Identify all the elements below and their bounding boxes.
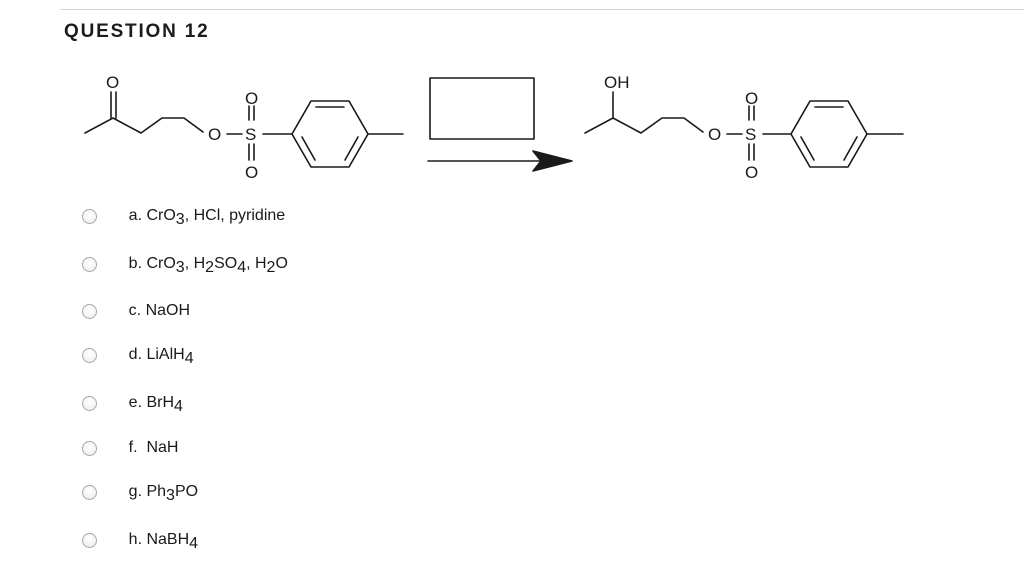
- option-label: d. LiAlH4: [128, 346, 194, 367]
- option-label: a. CrO3, HCl, pyridine: [128, 207, 286, 228]
- reagent-answer-box: [429, 77, 535, 140]
- option-g[interactable]: g. Ph3PO: [82, 481, 198, 504]
- option-c[interactable]: c. NaOH: [82, 300, 190, 322]
- option-b[interactable]: b. CrO3, H2SO4, H2O: [82, 253, 288, 276]
- radio-button[interactable]: [82, 484, 97, 500]
- radio-button[interactable]: [82, 256, 97, 272]
- option-label: c. NaOH: [128, 302, 191, 319]
- product-sulfonyl-o-top: O: [745, 89, 758, 108]
- top-divider: [60, 9, 1024, 10]
- radio-button[interactable]: [82, 440, 97, 456]
- option-e[interactable]: e. BrH4: [82, 392, 183, 415]
- reactant-structure: [84, 91, 404, 168]
- radio-button[interactable]: [82, 303, 97, 319]
- product-sulfonyl-o-bottom: O: [745, 163, 758, 182]
- reactant-sulfonyl-o-top: O: [245, 89, 258, 108]
- question-title: QUESTION 12: [64, 21, 210, 42]
- reactant-carbonyl-o: O: [106, 73, 119, 92]
- product-hydroxyl: OH: [604, 73, 630, 92]
- option-label: g. Ph3PO: [128, 483, 199, 504]
- product-structure: [584, 91, 904, 168]
- product-sulfur: S: [745, 125, 756, 144]
- option-h[interactable]: h. NaBH4: [82, 529, 198, 552]
- radio-button[interactable]: [82, 532, 97, 548]
- option-a[interactable]: a. CrO3, HCl, pyridine: [82, 205, 285, 228]
- option-label: f. NaH: [128, 439, 179, 456]
- option-f[interactable]: f. NaH: [82, 437, 178, 459]
- reactant-sulfonyl-o-bottom: O: [245, 163, 258, 182]
- product-ether-o: O: [708, 125, 721, 144]
- reactant-sulfur: S: [245, 125, 256, 144]
- radio-button[interactable]: [82, 395, 97, 411]
- option-label: b. CrO3, H2SO4, H2O: [128, 255, 288, 276]
- reaction-scheme: O O S O O OH O S O O: [84, 73, 904, 182]
- option-label: h. NaBH4: [128, 531, 199, 552]
- option-label: e. BrH4: [128, 394, 183, 415]
- option-d[interactable]: d. LiAlH4: [82, 344, 194, 367]
- reactant-ether-o: O: [208, 125, 221, 144]
- radio-button[interactable]: [82, 208, 97, 224]
- radio-button[interactable]: [82, 347, 97, 363]
